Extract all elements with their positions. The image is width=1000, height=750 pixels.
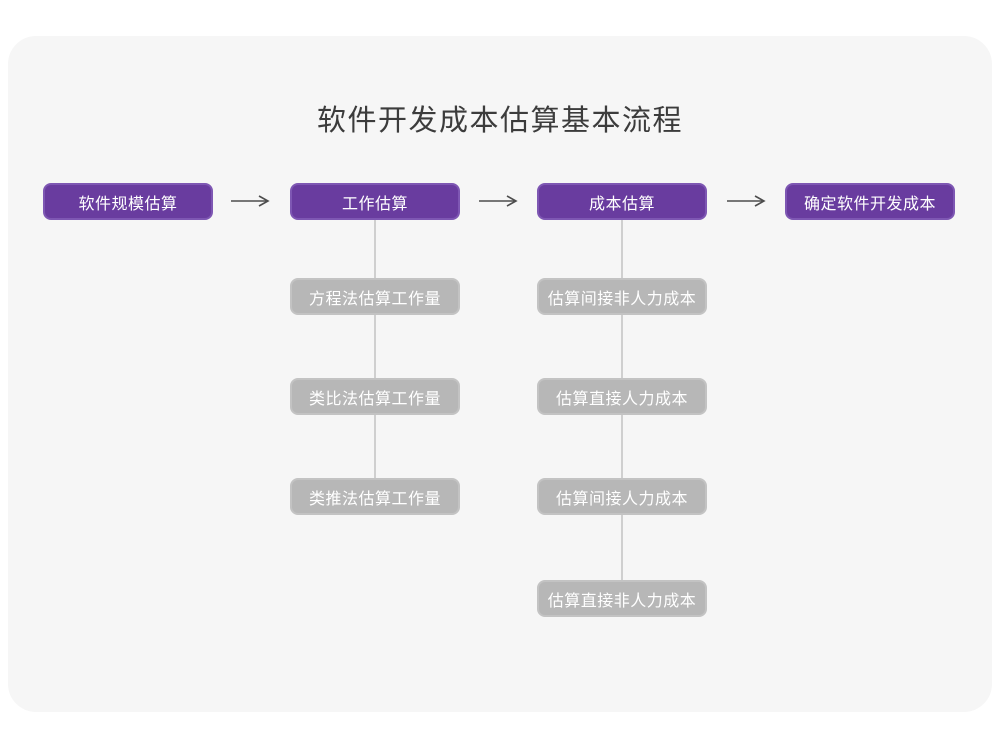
diagram-title: 软件开发成本估算基本流程 bbox=[316, 105, 683, 137]
arrow-right-icon bbox=[727, 195, 766, 207]
arrow-right-icon bbox=[479, 195, 518, 207]
connector-line-work-estimation bbox=[374, 220, 376, 497]
sub-node-indirect-non-labor-cost: 估算间接非人力成本 bbox=[537, 278, 707, 315]
sub-node-equation-method-workload: 方程法估算工作量 bbox=[290, 278, 460, 315]
stage-node-determine-development-cost: 确定软件开发成本 bbox=[785, 183, 955, 220]
stage-node-software-size-estimation: 软件规模估算 bbox=[43, 183, 213, 220]
sub-node-direct-non-labor-cost: 估算直接非人力成本 bbox=[537, 580, 707, 617]
sub-node-direct-labor-cost: 估算直接人力成本 bbox=[537, 378, 707, 415]
arrow-right-icon bbox=[231, 195, 270, 207]
stage-node-cost-estimation: 成本估算 bbox=[537, 183, 707, 220]
diagram-card-background bbox=[8, 36, 992, 712]
sub-node-extrapolation-method-workload: 类推法估算工作量 bbox=[290, 478, 460, 515]
sub-node-analogy-method-workload: 类比法估算工作量 bbox=[290, 378, 460, 415]
sub-node-indirect-labor-cost: 估算间接人力成本 bbox=[537, 478, 707, 515]
stage-node-work-estimation: 工作估算 bbox=[290, 183, 460, 220]
